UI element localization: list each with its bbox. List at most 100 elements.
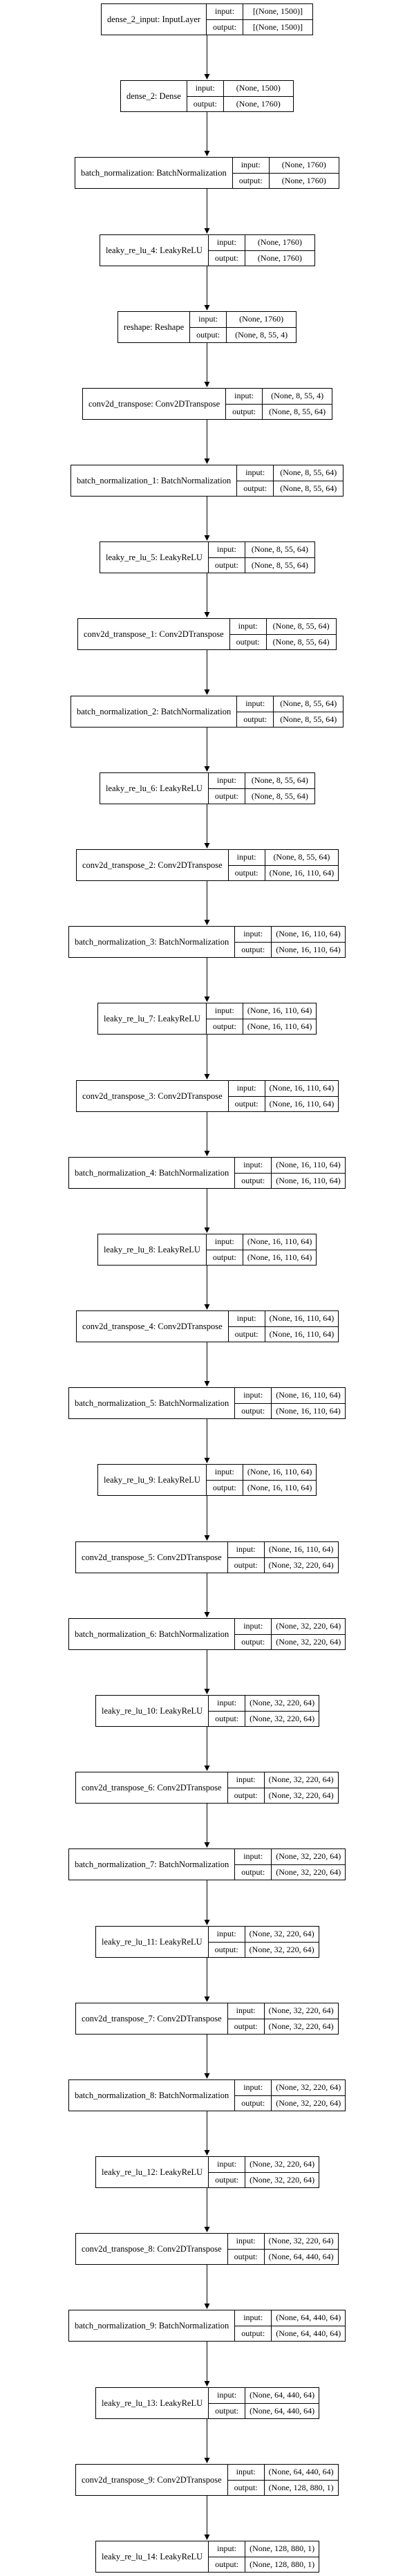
input-label: input: bbox=[235, 1158, 272, 1174]
edge-arrowhead-icon bbox=[204, 151, 210, 156]
output-label: output: bbox=[234, 1790, 258, 1800]
output-label: output: bbox=[234, 1098, 258, 1109]
edge-arrowhead-icon bbox=[204, 305, 210, 311]
layer-name: leaky_re_lu_9: LeakyReLU bbox=[98, 1465, 207, 1495]
layer-name: batch_normalization_1: BatchNormalizatio… bbox=[71, 465, 238, 496]
input-shape: (None, 16, 110, 64) bbox=[272, 1158, 345, 1174]
io-values: (None, 16, 110, 64)(None, 16, 110, 64) bbox=[265, 1081, 339, 1111]
input-label: input: bbox=[227, 1542, 264, 1558]
layer-name: batch_normalization_5: BatchNormalizatio… bbox=[69, 1388, 236, 1418]
io-values: (None, 128, 880, 1)(None, 128, 880, 1) bbox=[245, 2541, 319, 2572]
output-label: output: bbox=[241, 1405, 265, 1416]
io-labels: input:output: bbox=[235, 2080, 272, 2111]
edge-arrowhead-icon bbox=[204, 1766, 210, 1771]
output-label: output: bbox=[215, 1713, 239, 1723]
io-values: (None, 32, 220, 64) (None, 32, 220, 64) bbox=[264, 1772, 338, 1803]
input-shape: (None, 8, 55, 64) bbox=[265, 850, 339, 866]
input-label: input: bbox=[206, 1003, 243, 1019]
edge-arrowhead-icon bbox=[204, 382, 210, 387]
layer-name: conv2d_transpose: Conv2DTranspose bbox=[83, 389, 227, 419]
output-shape: (None, 32, 220, 64) bbox=[250, 1713, 315, 1723]
io-labels: input:output: bbox=[227, 1772, 265, 1803]
io-values: (None, 32, 220, 64)(None, 32, 220, 64) bbox=[272, 2080, 346, 2111]
input-shape: (None, 32, 220, 64) bbox=[264, 1772, 338, 1788]
output-shape: (None, 8, 55, 64) bbox=[251, 790, 308, 801]
edge-arrowhead-icon bbox=[204, 74, 210, 80]
edge-arrowhead-icon bbox=[204, 2381, 210, 2387]
input-label: input: bbox=[227, 2465, 264, 2481]
input-shape: (None, 16, 110, 64) bbox=[265, 1311, 339, 1327]
input-label: input: bbox=[237, 465, 274, 481]
io-labels: input:output: bbox=[206, 1465, 243, 1495]
edge-arrowhead-icon bbox=[204, 1996, 210, 2002]
layer-name: dense_2_input: InputLayer bbox=[102, 4, 207, 35]
input-label: input: bbox=[209, 2541, 245, 2557]
output-shape: (None, 32, 220, 64) bbox=[268, 1559, 334, 1570]
layer-node: batch_normalization_3: BatchNormalizatio… bbox=[68, 926, 346, 958]
layer-name: conv2d_transpose_1: Conv2DTranspose bbox=[78, 619, 230, 649]
output-shape: (None, 32, 220, 64) bbox=[276, 1866, 341, 1877]
layer-name: leaky_re_lu_14: LeakyReLU bbox=[96, 2541, 209, 2572]
io-values: (None, 1500)(None, 1760) bbox=[223, 81, 293, 111]
io-labels: input:output: bbox=[228, 850, 265, 880]
output-label: output: bbox=[214, 559, 238, 570]
layer-name: conv2d_transpose_7: Conv2DTranspose bbox=[76, 2003, 228, 2034]
output-shape: (None, 32, 220, 64) bbox=[268, 1790, 334, 1800]
edge-arrowhead-icon bbox=[204, 535, 210, 541]
input-shape: (None, 8, 55, 64) bbox=[274, 465, 344, 481]
output-shape: (None, 32, 220, 64) bbox=[268, 2021, 334, 2031]
layer-name: batch_normalization_4: BatchNormalizatio… bbox=[69, 1158, 236, 1188]
input-shape: (None, 1760) bbox=[269, 158, 339, 174]
output-shape: (None, 16, 110, 64) bbox=[276, 944, 341, 954]
edge-arrowhead-icon bbox=[204, 1612, 210, 1618]
io-labels: input:output: bbox=[235, 1619, 272, 1649]
io-values: (None, 8, 55, 64)(None, 8, 55, 64) bbox=[266, 619, 336, 649]
output-shape: (None, 8, 55, 64) bbox=[251, 559, 308, 570]
edge-arrowhead-icon bbox=[204, 1074, 210, 1079]
layer-node: batch_normalization_1: BatchNormalizatio… bbox=[70, 465, 344, 497]
layer-name: conv2d_transpose_8: Conv2DTranspose bbox=[76, 2234, 228, 2264]
io-values: (None, 16, 110, 64)(None, 16, 110, 64) bbox=[243, 1465, 317, 1495]
output-shape: (None, 16, 110, 64) bbox=[276, 1405, 341, 1416]
layer-name: batch_normalization_6: BatchNormalizatio… bbox=[69, 1619, 236, 1649]
io-values: (None, 1760)(None, 1760) bbox=[245, 235, 314, 266]
output-shape: [(None, 1500)] bbox=[253, 21, 303, 32]
layer-name: conv2d_transpose_3: Conv2DTranspose bbox=[77, 1081, 229, 1111]
layer-name: conv2d_transpose_4: Conv2DTranspose bbox=[77, 1311, 229, 1342]
edge-arrowhead-icon bbox=[204, 689, 210, 695]
input-label: input: bbox=[208, 235, 245, 251]
input-shape: (None, 8, 55, 4) bbox=[263, 389, 332, 405]
input-label: input: bbox=[207, 4, 243, 20]
io-labels: input:output: bbox=[232, 158, 270, 188]
io-labels: input:output: bbox=[206, 1003, 243, 1034]
io-labels: input:output: bbox=[235, 927, 272, 957]
io-labels: input:output: bbox=[237, 465, 274, 496]
input-shape: (None, 1760) bbox=[227, 312, 297, 328]
output-label: output: bbox=[213, 21, 237, 32]
output-shape: (None, 32, 220, 64) bbox=[249, 1944, 314, 1954]
edge-arrowhead-icon bbox=[204, 1689, 210, 1694]
input-shape: (None, 128, 880, 1) bbox=[245, 2541, 319, 2557]
input-label: input: bbox=[227, 2003, 264, 2019]
output-label: output: bbox=[232, 406, 256, 416]
output-shape: (None, 128, 880, 1) bbox=[268, 2482, 334, 2492]
input-label: input: bbox=[235, 1849, 272, 1865]
edge-arrowhead-icon bbox=[204, 2150, 210, 2156]
input-shape: (None, 8, 55, 64) bbox=[245, 773, 314, 789]
io-labels: input:output: bbox=[208, 235, 245, 266]
output-label: output: bbox=[241, 1175, 265, 1185]
layer-node: batch_normalization_9: BatchNormalizatio… bbox=[68, 2310, 346, 2342]
output-shape: (None, 32, 220, 64) bbox=[250, 2174, 315, 2185]
output-label: output: bbox=[214, 790, 238, 801]
io-labels: input:output: bbox=[190, 312, 227, 342]
io-labels: input:output: bbox=[207, 4, 244, 35]
layer-name: leaky_re_lu_8: LeakyReLU bbox=[98, 1234, 207, 1265]
io-values: (None, 1760)(None, 1760) bbox=[269, 158, 339, 188]
